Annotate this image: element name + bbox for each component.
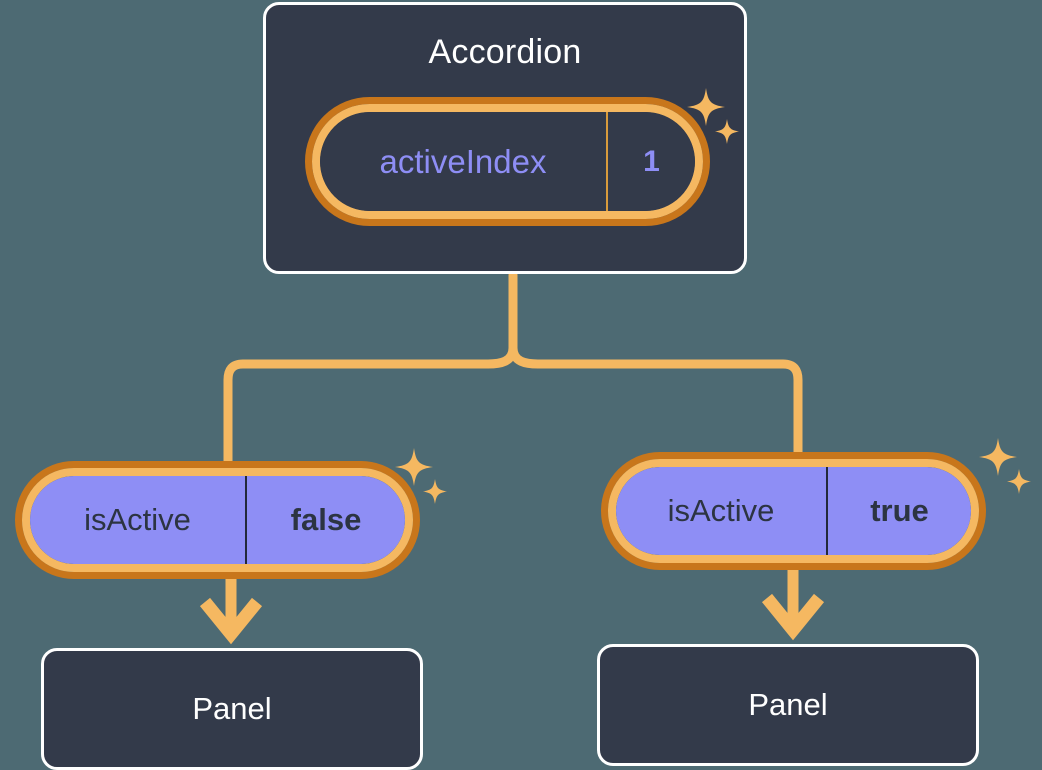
accordion-node-label: Accordion bbox=[428, 33, 582, 71]
state-pill-is-active-true[interactable]: isActive true bbox=[601, 452, 986, 570]
panel-node-label: Panel bbox=[192, 691, 272, 726]
state-pill-is-active-false[interactable]: isActive false bbox=[15, 461, 420, 579]
state-pill-active-index[interactable]: activeIndex 1 bbox=[305, 97, 710, 226]
pill-outer-ring: isActive true bbox=[601, 452, 986, 570]
sparkle-star-small bbox=[423, 479, 447, 504]
panel-node-left[interactable]: Panel bbox=[41, 648, 423, 770]
pill-inner-ring: isActive false bbox=[22, 468, 413, 572]
state-value-label: false bbox=[290, 502, 362, 537]
connector-branch-left bbox=[223, 343, 518, 467]
arrow-down-icon-right bbox=[761, 570, 825, 641]
state-key-label: isActive bbox=[30, 476, 247, 564]
panel-node-right[interactable]: Panel bbox=[597, 644, 979, 766]
panel-node-label: Panel bbox=[748, 687, 828, 722]
pill-body: isActive false bbox=[30, 476, 405, 564]
pill-body: activeIndex 1 bbox=[320, 112, 695, 211]
state-key-label: activeIndex bbox=[320, 112, 608, 211]
pill-inner-ring: activeIndex 1 bbox=[312, 104, 703, 219]
state-value-label: true bbox=[870, 493, 929, 528]
state-value-label: 1 bbox=[643, 144, 660, 178]
arrow-down-icon-left bbox=[199, 578, 263, 645]
pill-inner-ring: isActive true bbox=[608, 459, 979, 563]
connector-branch-right bbox=[508, 343, 803, 460]
pill-outer-ring: activeIndex 1 bbox=[305, 97, 710, 226]
pill-body: isActive true bbox=[616, 467, 971, 555]
sparkle-star-small bbox=[1007, 469, 1031, 494]
state-key-label: isActive bbox=[616, 467, 828, 555]
pill-outer-ring: isActive false bbox=[15, 461, 420, 579]
